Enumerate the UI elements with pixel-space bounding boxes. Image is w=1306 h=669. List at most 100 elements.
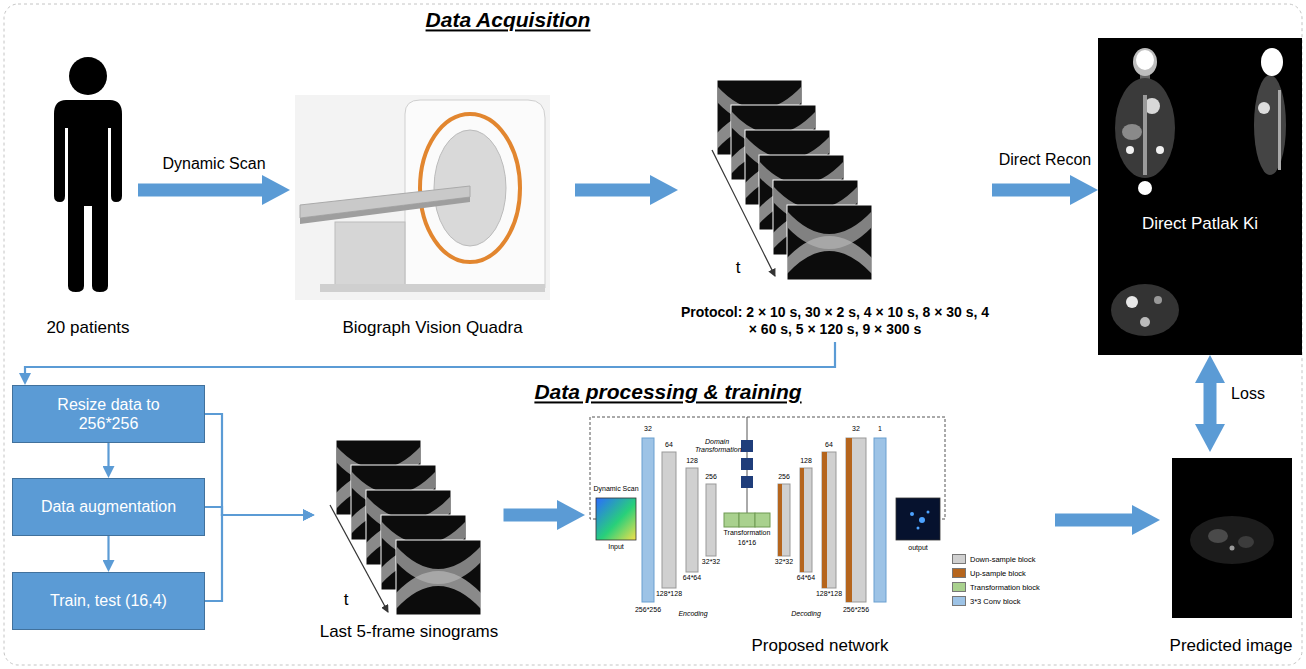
dimension-label: 256*256 [843,606,869,614]
network-figure: Proposed network [585,412,1055,660]
scanner-illustration [295,95,550,300]
sinogram-stack: Last 5-frame sinograms [315,432,504,646]
channel-count: 32 [644,425,652,433]
dimension-label: 32*32 [702,558,720,566]
sinogram-frames [330,505,388,612]
block-arrow [1204,381,1217,426]
node-text: Protocol: 2 × 10 s, 30 × 2 s, 4 × 10 s, … [678,304,992,338]
network-illustration [778,484,790,556]
network-illustration [822,452,827,588]
process-box: Data augmentation [12,478,205,536]
patlak-image-panel [1278,90,1281,170]
legend-text: Down-sample block [970,555,1035,564]
figure-label: Dynamic Scan [593,485,638,493]
block-arrow [575,184,652,197]
patlak-image-panel [1098,38,1302,355]
sinogram-frames [712,150,775,276]
patlak-image-panel [1115,78,1175,178]
outer-frame [4,4,1302,665]
patlak-image-panel [1156,146,1164,154]
dimension-label: 256*256 [635,606,661,614]
legend-swatch [952,582,966,592]
node-text: Direct Patlak Ki [1142,214,1258,234]
node-text: Resize data to 256*256 [27,395,190,433]
figure-label: output [908,544,927,552]
network-illustration [846,438,852,602]
network-illustration [662,452,676,588]
node-text: Last 5-frame sinograms [320,622,499,642]
predicted-image [1230,546,1235,551]
patient-icon [54,57,122,292]
figure-label: Input [608,543,624,551]
figure-label: Encoding [678,610,707,618]
legend-entry: Down-sample block [952,552,1040,566]
connector-line [205,515,304,601]
patlak-image-panel [1111,284,1179,336]
network-illustration [755,513,770,527]
sinogram-frames [712,80,872,280]
predicted-image [1190,516,1274,564]
channel-count: 1 [878,425,882,433]
predicted-image [1172,458,1292,618]
channel-count: 128 [800,457,812,465]
figure-legend: Down-sample blockUp-sample blockTransfor… [952,552,1040,608]
patlak-image-panel [1140,317,1150,327]
network-illustration [874,438,886,602]
network-illustration [741,476,753,488]
patlak-image-panel [1138,181,1152,195]
dimension-label: 128*128 [816,590,842,598]
sinogram-frames [330,440,481,615]
network-illustration [846,438,866,602]
patlak-image-panel [1143,95,1147,175]
figure-label: Transformation [724,529,771,537]
patlak-image-panel [1122,124,1142,140]
network-illustration [778,484,782,556]
legend-text: Transformation block [970,583,1040,592]
connector-line [205,507,304,515]
dimension-label: 64*64 [797,574,815,582]
patlak-image-panel [1136,50,1154,70]
scanner-illustration [320,284,545,292]
patlak-image-panel [1261,48,1283,76]
network-illustration [642,438,654,602]
channel-count: 64 [825,441,833,449]
section-title: Data processing & training [534,380,801,403]
network-illustration [919,517,925,523]
node-text: 20 patients [46,318,129,338]
channel-count: 128 [686,457,698,465]
connector-line [107,536,109,561]
patlak-image-panel [1133,48,1157,76]
edge-label: Dynamic Scan [160,155,267,173]
edge-label: Direct Recon [997,151,1093,169]
network-illustration [706,484,716,556]
network-illustration [822,452,836,588]
patlak-image-panel [1126,296,1138,308]
network-illustration [590,417,945,602]
node-text: Biograph Vision Quadra [342,318,522,338]
node-text: Proposed network [751,636,888,656]
patlak-image-panel [1098,38,1302,355]
block-arrow [1055,514,1134,527]
legend-swatch [952,596,966,606]
scanner-illustration [295,95,550,300]
sinogram-frames [787,205,872,280]
patient-icon [69,57,107,95]
connector-line [205,414,304,515]
patient-icon [54,100,122,292]
legend-swatch [952,568,966,578]
predicted-image [1172,458,1292,618]
network-illustration [927,511,930,514]
network-illustration [800,468,804,572]
figure-label: Domain Transformation [695,438,739,453]
network-illustration [741,440,753,452]
process-box: Resize data to 256*256 [12,385,205,443]
sinogram-stack: Protocol: 2 × 10 s, 30 × 2 s, 4 × 10 s, … [678,70,992,342]
dimension-label: 32*32 [775,558,793,566]
time-axis-label: t [344,591,349,610]
channel-count: 256 [778,473,790,481]
image-panel: Direct Patlak Ki [1098,38,1302,355]
scanner-figure: Biograph Vision Quadra [290,85,575,342]
patlak-image-panel [1154,296,1162,304]
network-illustration [596,498,636,540]
